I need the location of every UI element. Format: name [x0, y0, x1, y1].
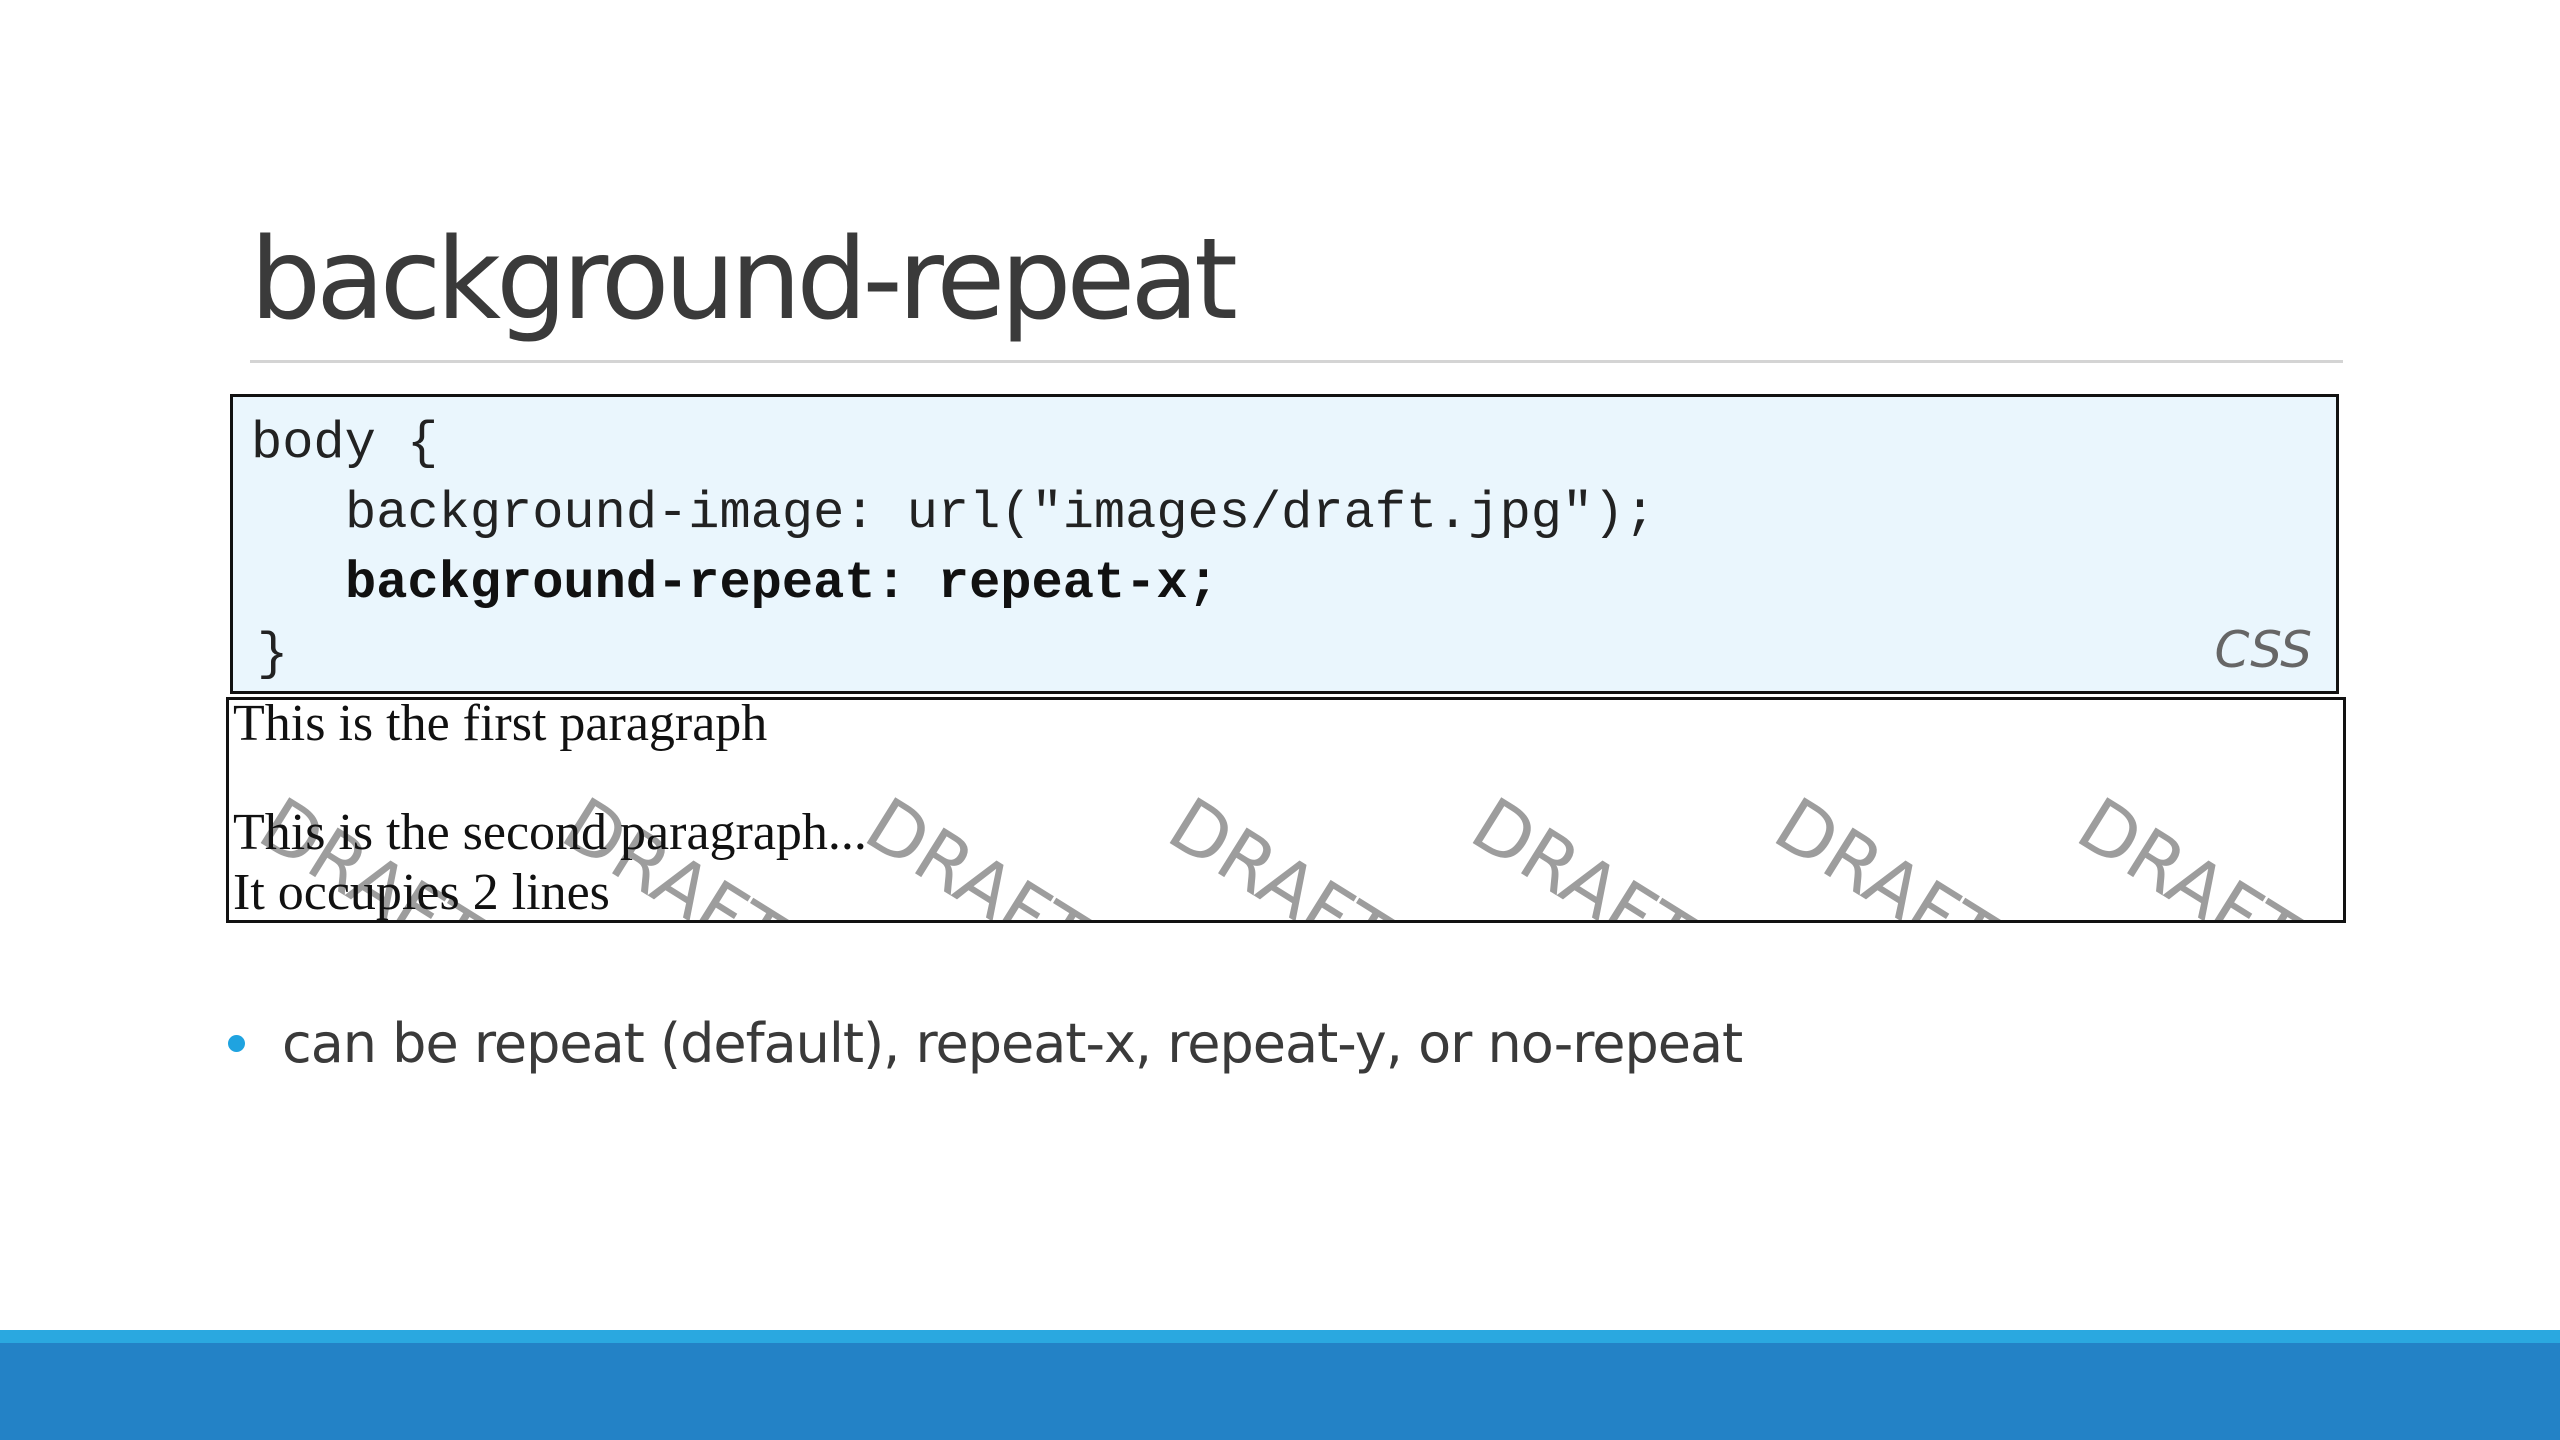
css-code-block: body { background-image: url("images/dra…: [230, 394, 2339, 694]
bullet-dot-icon: [228, 1034, 245, 1052]
code-line: body {: [251, 414, 439, 473]
code-line-highlighted: background-repeat: repeat-x;: [345, 554, 1219, 613]
output-paragraph-1: This is the first paragraph: [233, 697, 768, 752]
output-paragraph-2-line-2: It occupies 2 lines: [233, 864, 610, 921]
bullet-text: can be repeat (default), repeat-x, repea…: [282, 1011, 1743, 1075]
draft-watermark: DRAFT: [2063, 781, 2315, 920]
footer-band: [0, 1343, 2560, 1440]
code-language-label: CSS: [2214, 621, 2312, 679]
bullet-item: can be repeat (default), repeat-x, repea…: [228, 1008, 1743, 1078]
draft-watermark: DRAFT: [851, 781, 1103, 920]
footer-accent-strip: [0, 1330, 2560, 1343]
code-line: background-image: url("images/draft.jpg"…: [345, 484, 1656, 543]
title-divider: [250, 360, 2343, 363]
draft-watermark: DRAFT: [1760, 781, 2012, 920]
draft-watermark: DRAFT: [1154, 781, 1406, 920]
slide-title: background-repeat: [250, 215, 1238, 345]
rendered-output-box: DRAFT DRAFT DRAFT DRAFT DRAFT DRAFT DRAF…: [226, 697, 2346, 923]
draft-watermark: DRAFT: [1457, 781, 1709, 920]
code-line: }: [257, 625, 289, 684]
output-paragraph-2-line-1: This is the second paragraph...: [233, 804, 867, 861]
